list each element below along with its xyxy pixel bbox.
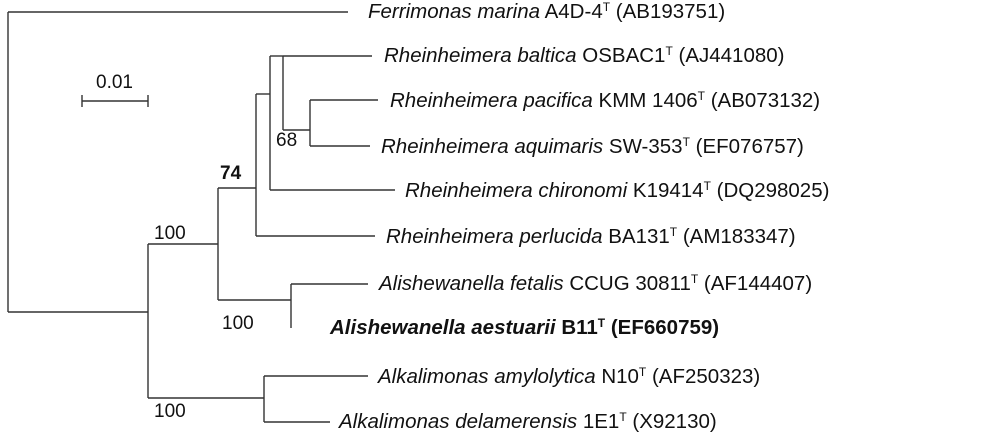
taxon-name: Alkalimonas amylolytica (378, 365, 596, 388)
taxon-strain: 1E1 (582, 410, 620, 433)
type-strain-mark: T (697, 89, 706, 103)
type-strain-mark: T (638, 365, 647, 379)
taxon-accession: (AJ441080) (678, 44, 785, 67)
type-strain-mark: T (703, 179, 711, 193)
taxon-accession: (AM183347) (682, 225, 796, 248)
taxon-label-rh-aquimaris: Rheinheimera aquimaris SW-353T (EF076757… (381, 135, 804, 158)
taxon-strain: KMM 1406 (598, 89, 698, 112)
taxon-name: Ferrimonas marina (368, 0, 541, 23)
taxon-label-rh-chironomi: Rheinheimera chironomi K19414T (DQ298025… (405, 179, 830, 202)
taxon-strain: B11 (561, 316, 598, 339)
type-strain-mark: T (597, 316, 606, 330)
taxon-accession: (AF250323) (651, 365, 761, 388)
taxon-name: Rheinheimera chironomi (405, 179, 628, 202)
taxon-strain: SW-353 (608, 135, 683, 158)
taxon-accession: (X92130) (632, 410, 717, 433)
taxon-strain: N10 (601, 365, 639, 388)
taxon-strain: BA131 (608, 225, 670, 248)
taxon-strain: OSBAC1 (582, 44, 666, 67)
taxon-name: Rheinheimera pacifica (390, 89, 593, 112)
bootstrap-value-pacifica-aquimaris: 68 (276, 130, 298, 151)
taxon-name: Alishewanella aestuarii (330, 316, 556, 339)
taxon-name: Alkalimonas delamerensis (339, 410, 578, 433)
taxon-label-alk-delamerensis: Alkalimonas delamerensis 1E1T (X92130) (339, 410, 717, 433)
taxon-accession: (AF144407) (703, 272, 813, 295)
taxon-accession: (AB073132) (710, 89, 821, 112)
taxon-label-ferrimonas: Ferrimonas marina A4D-4T (AB193751) (368, 0, 726, 23)
taxon-name: Alishewanella fetalis (379, 272, 564, 295)
type-strain-mark: T (665, 44, 673, 58)
taxon-label-rh-pacifica: Rheinheimera pacifica KMM 1406T (AB07313… (390, 89, 821, 112)
taxon-name: Rheinheimera perlucida (386, 225, 603, 248)
taxon-label-alk-amylolytica: Alkalimonas amylolytica N10T (AF250323) (378, 365, 761, 388)
type-strain-mark: T (669, 225, 678, 239)
taxon-accession: (EF076757) (695, 135, 804, 158)
scale-bar-label: 0.01 (96, 72, 133, 93)
type-strain-mark: T (690, 272, 699, 286)
type-strain-mark: T (682, 135, 690, 149)
taxon-accession: (EF660759) (610, 316, 720, 339)
taxon-label-rh-baltica: Rheinheimera baltica OSBAC1T (AJ441080) (384, 44, 785, 67)
type-strain-mark: T (602, 0, 611, 14)
taxon-name: Rheinheimera baltica (384, 44, 577, 67)
taxon-name: Rheinheimera aquimaris (381, 135, 604, 158)
taxon-accession: (DQ298025) (716, 179, 830, 202)
taxon-strain: A4D-4 (544, 0, 603, 23)
taxon-strain: CCUG 30811 (569, 272, 691, 295)
taxon-strain: K19414 (632, 179, 704, 202)
taxon-label-al-fetalis: Alishewanella fetalis CCUG 30811T (AF144… (379, 272, 813, 295)
taxon-label-rh-perlucida: Rheinheimera perlucida BA131T (AM183347) (386, 225, 796, 248)
bootstrap-value-rheinheimera: 74 (220, 163, 242, 184)
bootstrap-value-ingroup: 100 (154, 223, 186, 244)
bootstrap-value-alishewanella: 100 (222, 313, 254, 334)
taxon-accession: (AB193751) (615, 0, 726, 23)
bootstrap-value-alkalimonas: 100 (154, 401, 186, 422)
taxon-label-al-aestuarii: Alishewanella aestuarii B11T (EF660759) (330, 316, 720, 339)
type-strain-mark: T (619, 410, 627, 424)
